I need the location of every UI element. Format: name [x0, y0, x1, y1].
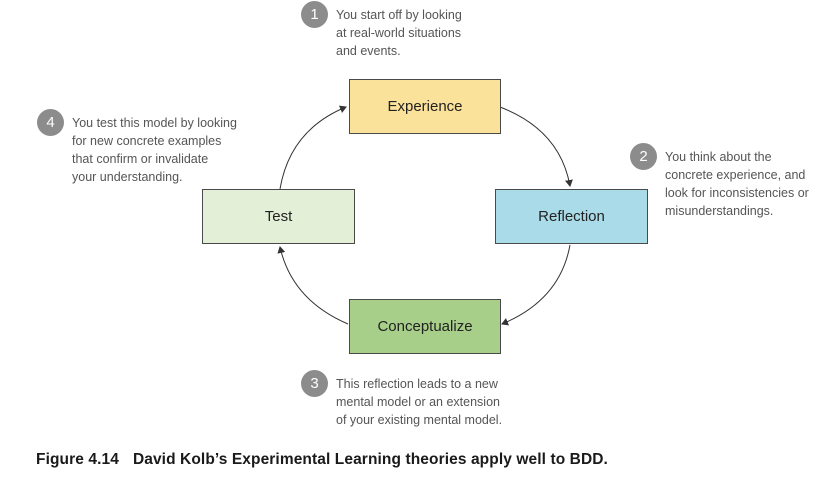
step-2-text: You think about the concrete experience,…	[665, 150, 809, 218]
stage-experience-label: Experience	[387, 98, 463, 115]
step-1-text: You start off by looking at real-world s…	[336, 8, 462, 58]
step-4-text: You test this model by looking for new c…	[72, 116, 237, 184]
stage-experience: Experience	[349, 79, 501, 134]
stage-conceptualize-label: Conceptualize	[377, 318, 473, 335]
stage-reflection-label: Reflection	[538, 208, 605, 225]
step-3-text: This reflection leads to a new mental mo…	[336, 377, 503, 427]
step-1-badge: 1	[301, 1, 328, 28]
arrow-reflection-to-conceptualize	[501, 244, 571, 326]
step-3-badge: 3	[301, 370, 328, 397]
stage-reflection: Reflection	[495, 189, 648, 244]
figure-number: Figure 4.14	[36, 451, 119, 468]
arrow-conceptualize-to-test	[277, 246, 349, 325]
arrow-experience-to-reflection	[499, 106, 573, 187]
stage-test: Test	[202, 189, 355, 244]
stage-conceptualize: Conceptualize	[349, 299, 501, 354]
figure-caption: Figure 4.14 David Kolb’s Experimental Lea…	[36, 451, 608, 469]
arrow-test-to-experience	[279, 105, 347, 190]
step-2-badge: 2	[630, 143, 657, 170]
stage-test-label: Test	[264, 208, 293, 225]
figure-caption-text: David Kolb’s Experimental Learning theor…	[132, 451, 608, 468]
step-4-badge: 4	[37, 109, 64, 136]
